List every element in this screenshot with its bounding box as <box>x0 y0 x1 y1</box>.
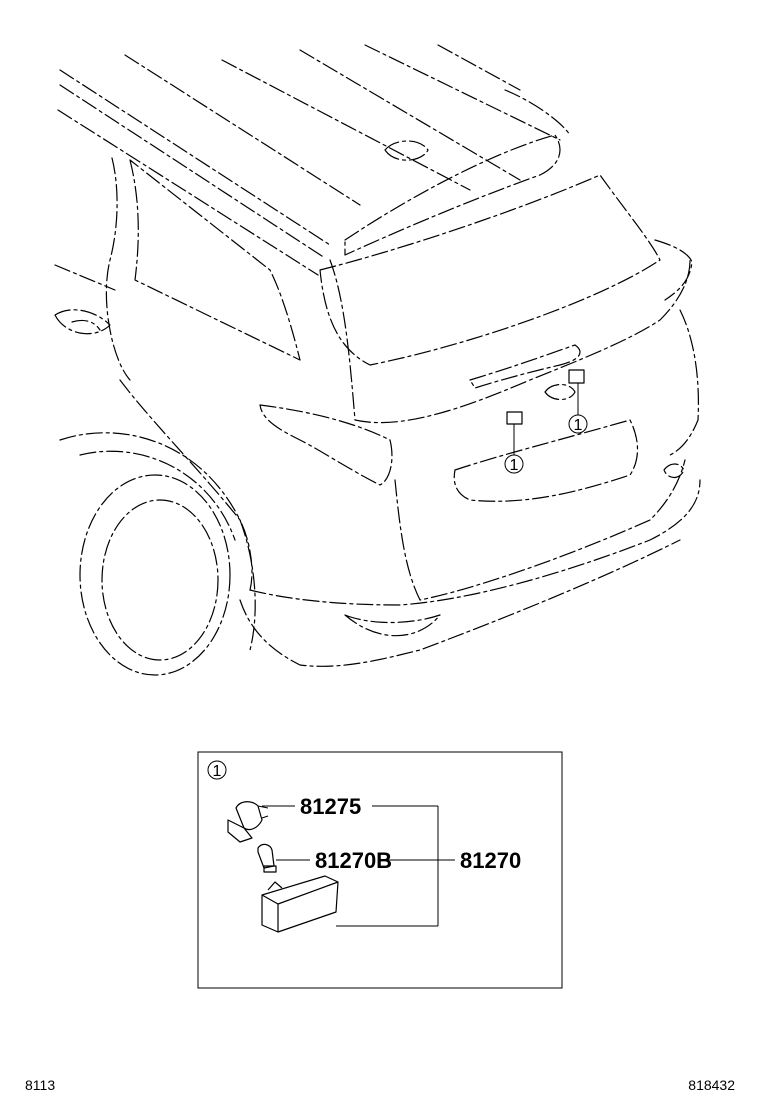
callout-1-left-number: 1 <box>510 457 519 474</box>
detail-box: 1 81275 81270B 81270 <box>197 751 563 989</box>
detail-callout-number: 1 <box>213 763 222 780</box>
bulb-part-number: 81270B <box>315 848 392 873</box>
socket-part-icon <box>227 801 269 843</box>
callout-1-right: 1 <box>568 414 588 434</box>
lamp-assembly-icon <box>261 875 339 933</box>
footer-right-code: 818432 <box>688 1077 735 1093</box>
footer-left-code: 8113 <box>25 1077 55 1093</box>
callout-1-right-number: 1 <box>574 417 583 434</box>
detail-callout-circle <box>207 760 227 780</box>
bulb-part-icon <box>257 843 277 873</box>
callout-1-left: 1 <box>504 454 524 474</box>
detail-box-frame <box>197 751 563 989</box>
vehicle-rear-illustration <box>54 44 701 676</box>
socket-part-number: 81275 <box>300 794 361 819</box>
assembly-part-number: 81270 <box>460 848 521 873</box>
